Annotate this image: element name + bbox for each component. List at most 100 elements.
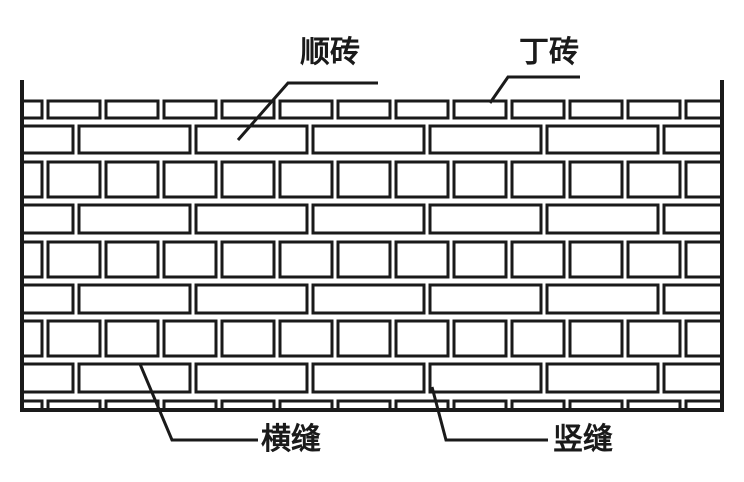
header-brick [684,160,722,199]
header-brick [46,240,102,279]
stretcher-brick [194,362,309,394]
stretcher-brick [77,124,192,155]
header-callout-line [488,75,580,104]
stretcher-brick [311,203,426,235]
stretcher-brick [77,203,192,235]
header-brick [220,319,276,358]
stretcher-brick [311,362,426,394]
header-brick [22,160,44,199]
stretcher-brick [428,362,543,394]
header-brick [46,399,102,410]
header-brick [684,399,722,410]
header-brick [510,399,566,410]
stretcher-callout-line [236,81,378,141]
stretcher-brick [428,124,543,155]
wall-frame [20,80,724,412]
callout-lines [138,75,580,442]
header-brick [278,160,334,199]
header-brick [394,240,450,279]
header-brick [626,319,682,358]
header-brick [220,399,276,410]
stretcher-brick [311,283,426,315]
header-brick [452,319,508,358]
stretcher-brick [77,283,192,315]
header-brick [336,319,392,358]
header-brick [568,99,624,120]
header-brick [104,240,160,279]
header-brick [684,240,722,279]
header-brick [626,240,682,279]
stretcher-brick [545,283,660,315]
header-brick [452,160,508,199]
header-brick [22,399,44,410]
header-brick [394,319,450,358]
head-joint-callout-line [430,386,548,442]
bed-joint-callout-line [138,363,258,442]
label-stretcher-brick: 顺砖 [300,35,360,70]
header-brick [22,240,44,279]
stretcher-brick [22,124,75,155]
header-brick [46,160,102,199]
stretcher-brick [77,362,192,394]
header-brick [510,160,566,199]
header-brick [336,160,392,199]
header-brick [568,240,624,279]
label-head-joint: 竖缝 [553,422,613,457]
header-brick [452,99,508,120]
header-brick [162,399,218,410]
stretcher-brick [428,203,543,235]
header-brick [394,99,450,120]
stretcher-brick [194,203,309,235]
header-brick [510,240,566,279]
header-brick [336,240,392,279]
label-bed-joint: 横缝 [261,422,321,457]
stretcher-brick [22,203,75,235]
header-brick [104,319,160,358]
stretcher-brick [662,203,722,235]
stretcher-brick [194,283,309,315]
header-brick [452,240,508,279]
header-brick [162,240,218,279]
header-brick [510,99,566,120]
header-brick [46,99,102,120]
header-brick [22,99,44,120]
header-brick [684,319,722,358]
stretcher-brick [662,124,722,155]
header-brick [626,160,682,199]
header-brick [452,399,508,410]
header-brick [162,160,218,199]
stretcher-brick [22,362,75,394]
header-brick [278,319,334,358]
stretcher-brick [545,362,660,394]
header-brick [162,99,218,120]
label-header-brick: 丁砖 [519,35,579,70]
header-brick [278,99,334,120]
brick-courses [22,99,722,410]
header-brick [104,99,160,120]
stretcher-brick [545,124,660,155]
header-brick [220,160,276,199]
stretcher-brick [662,283,722,315]
stretcher-brick [662,362,722,394]
header-brick [394,160,450,199]
stretcher-brick [428,283,543,315]
stretcher-brick [22,283,75,315]
header-brick [104,160,160,199]
header-brick [336,399,392,410]
header-brick [104,399,160,410]
header-brick [684,99,722,120]
header-brick [46,319,102,358]
header-brick [394,399,450,410]
stretcher-brick [545,203,660,235]
header-brick [568,160,624,199]
header-brick [568,399,624,410]
header-brick [510,319,566,358]
stretcher-brick [311,124,426,155]
header-brick [568,319,624,358]
header-brick [162,319,218,358]
header-brick [22,319,44,358]
header-brick [220,240,276,279]
header-brick [278,240,334,279]
